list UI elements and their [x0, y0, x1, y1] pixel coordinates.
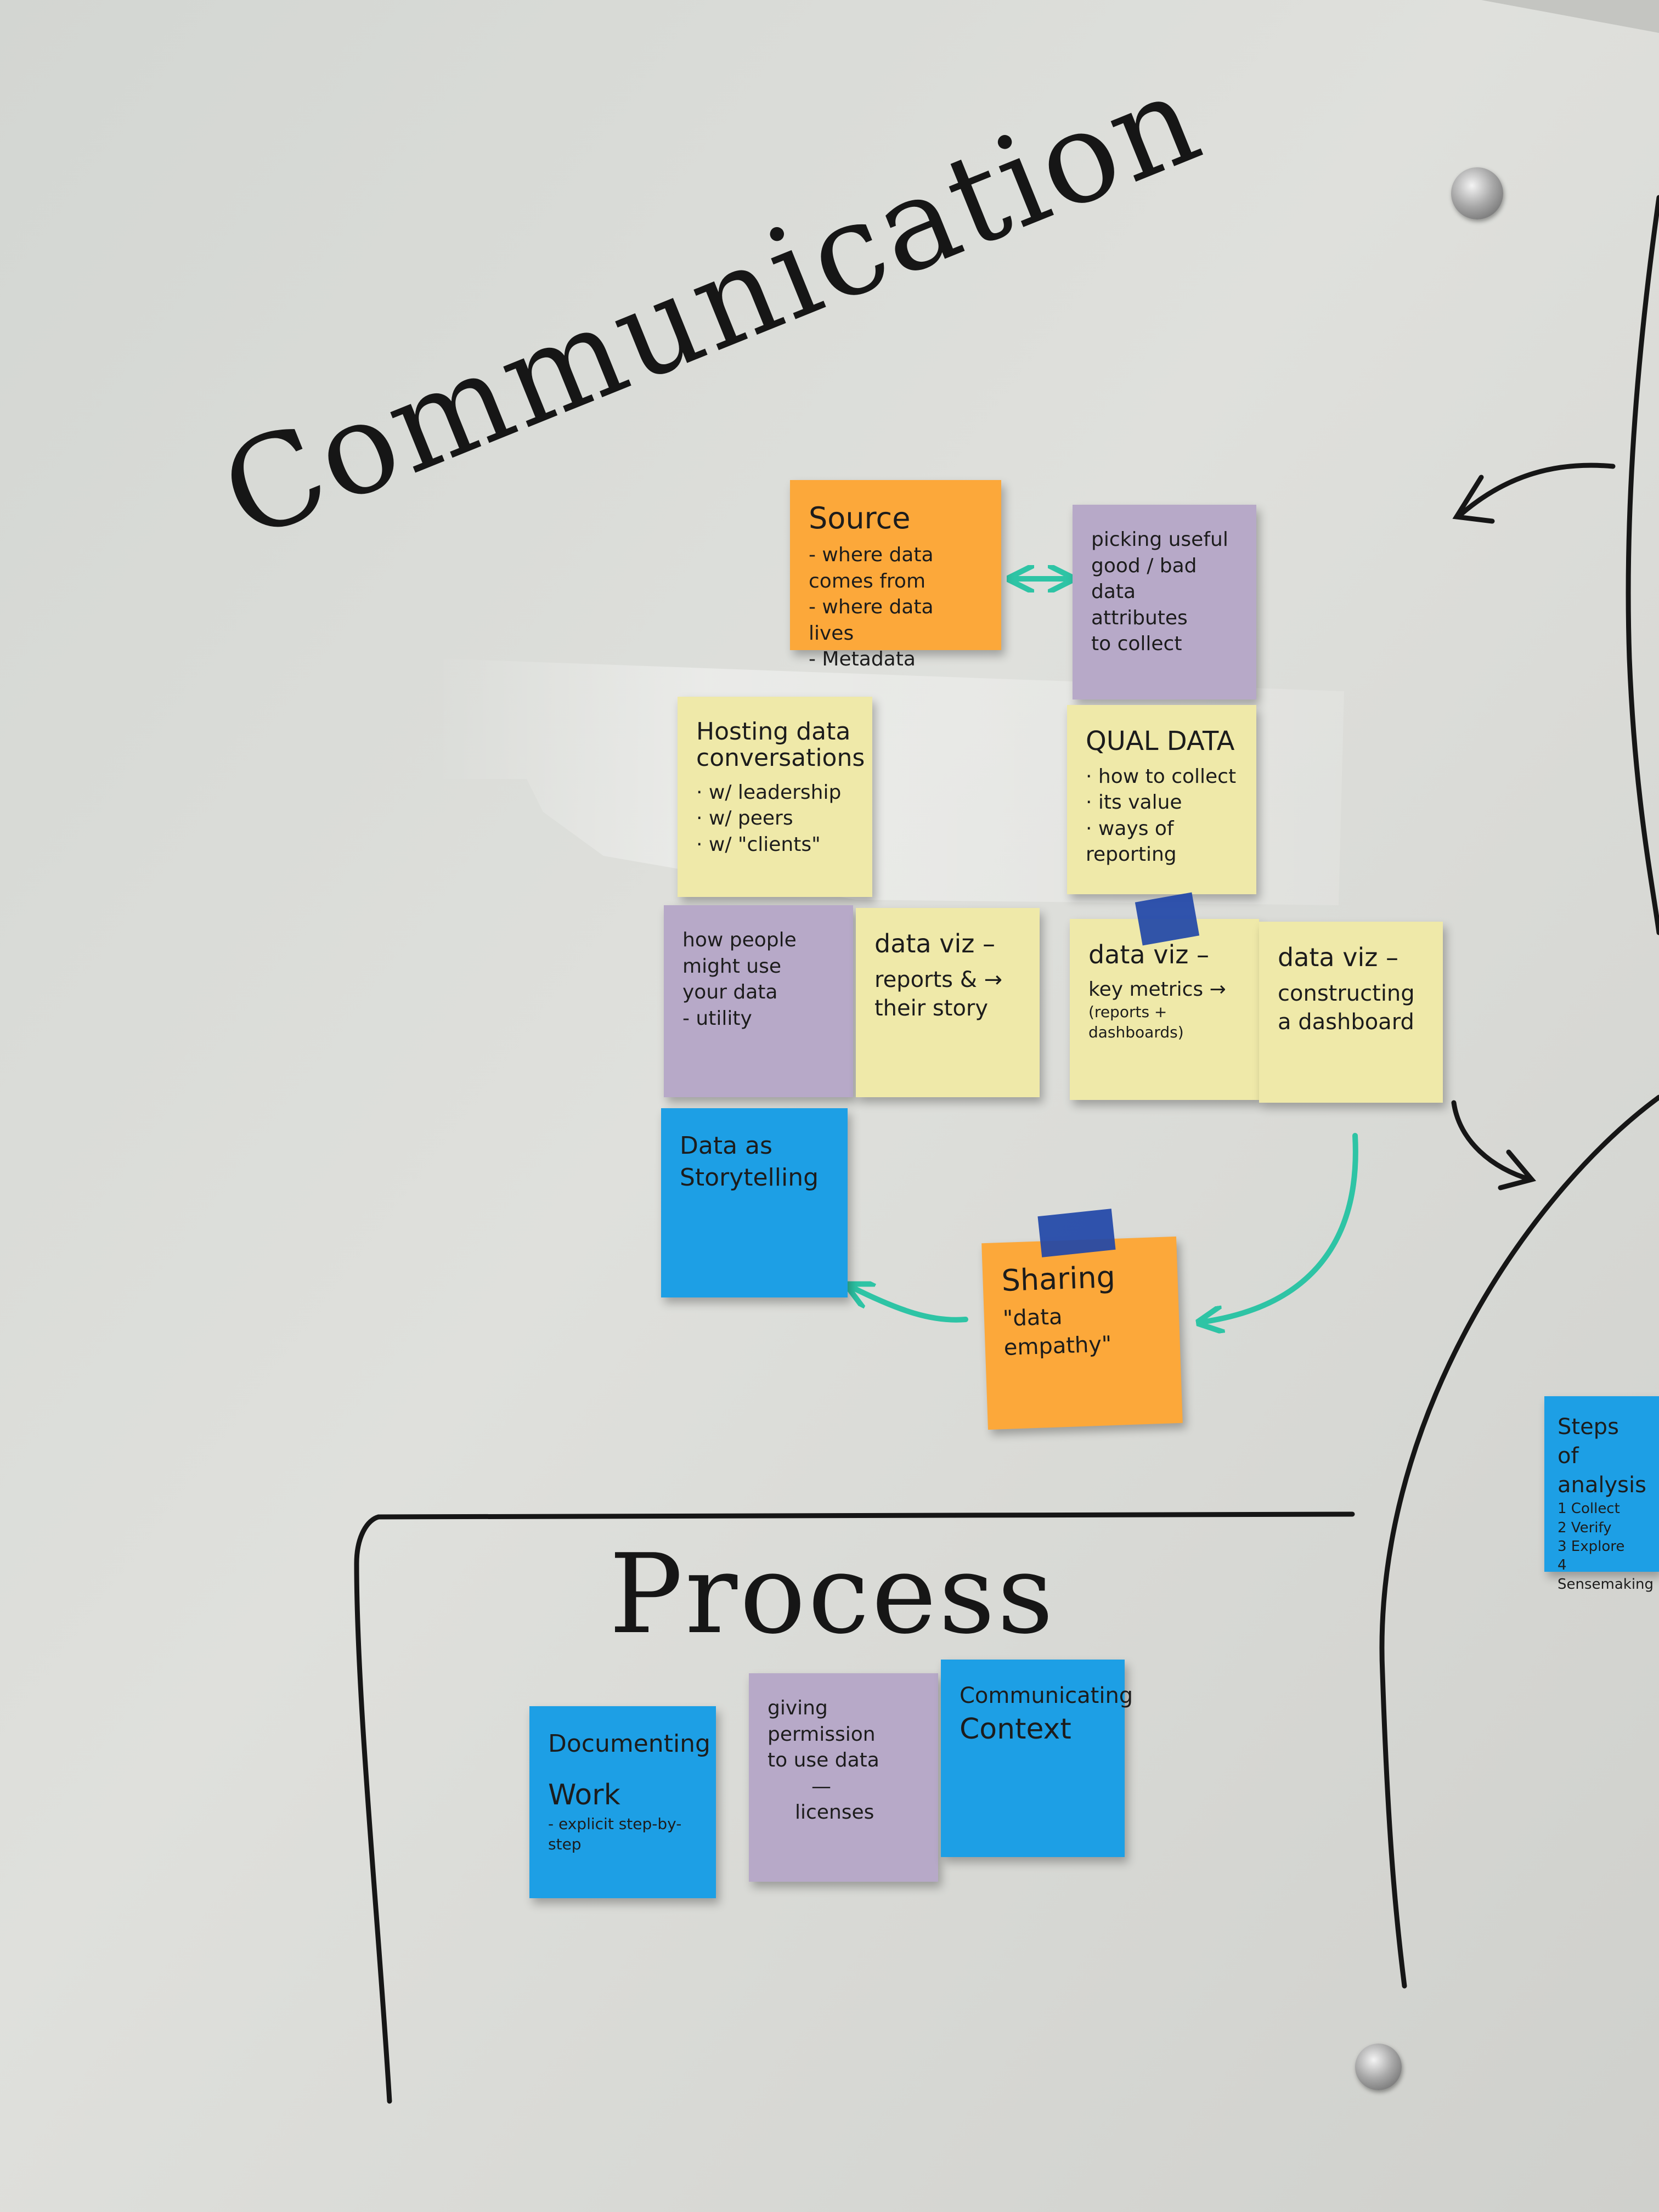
note-line: their story — [874, 996, 989, 1022]
note-line: Communicating — [960, 1683, 1133, 1708]
sticky-note-documenting-work: Documenting Work - explicit step-by-step — [529, 1706, 716, 1898]
note-line: 2 Verify — [1558, 1519, 1612, 1536]
note-line: how people — [682, 929, 797, 951]
sticky-note-sharing: Sharing "data empathy" — [981, 1236, 1183, 1430]
note-line: data attributes — [1091, 580, 1188, 629]
note-line: (reports + dashboards) — [1088, 1003, 1184, 1042]
arrow-to-sharing — [1201, 1133, 1358, 1322]
note-line: · w/ "clients" — [696, 833, 821, 856]
note-line: a dashboard — [1278, 1009, 1414, 1035]
note-title: data viz – — [1278, 943, 1399, 972]
note-title: data viz – — [874, 929, 996, 958]
note-line: your data — [682, 981, 778, 1004]
sticky-note-how-people-use: how people might use your data - utility — [664, 905, 853, 1097]
teal-arrows — [850, 579, 1358, 1323]
note-title: data viz – — [1088, 940, 1210, 969]
note-line: · w/ peers — [696, 807, 793, 830]
right-arrow-head — [1452, 475, 1495, 524]
note-line: to collect — [1091, 633, 1182, 656]
note-line: giving permission — [768, 1697, 876, 1746]
note-line: · its value — [1086, 791, 1182, 814]
note-line: Work — [548, 1779, 620, 1812]
sticky-note-data-storytelling: Data as Storytelling — [661, 1108, 848, 1297]
right-curve-line — [1379, 1094, 1659, 1989]
sticky-note-data-viz-dashboard: data viz – constructing a dashboard — [1259, 922, 1443, 1103]
sticky-note-data-viz-key-metrics: data viz – key metrics → (reports + dash… — [1070, 919, 1259, 1100]
lower-arrow-shaft — [1451, 1100, 1533, 1182]
note-line: key metrics → — [1088, 978, 1226, 1001]
note-line: Data as — [680, 1132, 772, 1160]
note-line: to use data — [768, 1749, 879, 1772]
right-arrow-shaft — [1457, 462, 1616, 518]
note-line: 3 Explore — [1558, 1538, 1625, 1555]
right-edge-line — [1626, 195, 1659, 935]
sticky-note-data-viz-reports: data viz – reports & → their story — [856, 908, 1040, 1097]
note-line: 1 Collect — [1558, 1500, 1620, 1517]
note-line: - where data lives — [809, 596, 934, 645]
note-line: - explicit step-by-step — [548, 1814, 682, 1853]
note-line: picking useful — [1091, 528, 1228, 551]
marker-lines — [354, 195, 1659, 2104]
note-line: 4 Sensemaking — [1558, 1557, 1654, 1593]
note-line: - utility — [682, 1007, 752, 1030]
note-line: · how to collect — [1086, 765, 1237, 788]
lower-arrow-head — [1498, 1149, 1537, 1190]
process-box-top-line — [376, 1511, 1355, 1520]
note-line: Steps of — [1558, 1414, 1619, 1469]
note-line: · ways of reporting — [1086, 817, 1177, 866]
sticky-note-steps-of-analysis: Steps of analysis 1 Collect 2 Verify 3 E… — [1544, 1396, 1659, 1593]
note-line: licenses — [795, 1801, 874, 1824]
note-line: Storytelling — [680, 1164, 819, 1192]
sticky-note-hosting-conversations: Hosting data conversations · w/ leadersh… — [678, 697, 872, 897]
note-line: - Metadata — [809, 648, 916, 671]
arrow-to-storytelling — [850, 1286, 968, 1323]
sticky-note-qual-data: QUAL DATA · how to collect · its value ·… — [1067, 705, 1256, 894]
note-line: - where data comes from — [809, 544, 934, 592]
note-line: Context — [960, 1712, 1071, 1746]
note-title: Sharing — [1001, 1259, 1116, 1299]
standoff-bolt — [1355, 2044, 1402, 2090]
process-heading: Process — [609, 1531, 1056, 1658]
blue-tape — [1037, 1209, 1116, 1257]
standoff-bolt — [1451, 167, 1503, 219]
note-line: reports & → — [874, 967, 1003, 992]
process-box-left-line — [354, 1514, 392, 2104]
note-title: QUAL DATA — [1086, 726, 1235, 757]
sticky-note-communicating-context: Communicating Context — [941, 1660, 1133, 1857]
note-line: might use — [682, 955, 782, 978]
note-line: constructing — [1278, 980, 1415, 1006]
sticky-note-picking-attributes: picking useful good / bad data attribute… — [1073, 505, 1256, 699]
note-line: · w/ leadership — [696, 781, 842, 804]
sticky-note-source: Source - where data comes from - where d… — [790, 480, 1001, 670]
note-line: — — [811, 1775, 831, 1798]
note-line: good / bad — [1091, 554, 1197, 577]
note-line: analysis — [1558, 1472, 1646, 1498]
note-title: Hosting data conversations — [696, 718, 865, 772]
note-line: empathy" — [1003, 1331, 1113, 1361]
sticky-note-giving-permission: giving permission to use data — licenses — [749, 1673, 938, 1882]
note-title: Source — [809, 501, 911, 535]
note-line: Documenting — [548, 1730, 710, 1758]
